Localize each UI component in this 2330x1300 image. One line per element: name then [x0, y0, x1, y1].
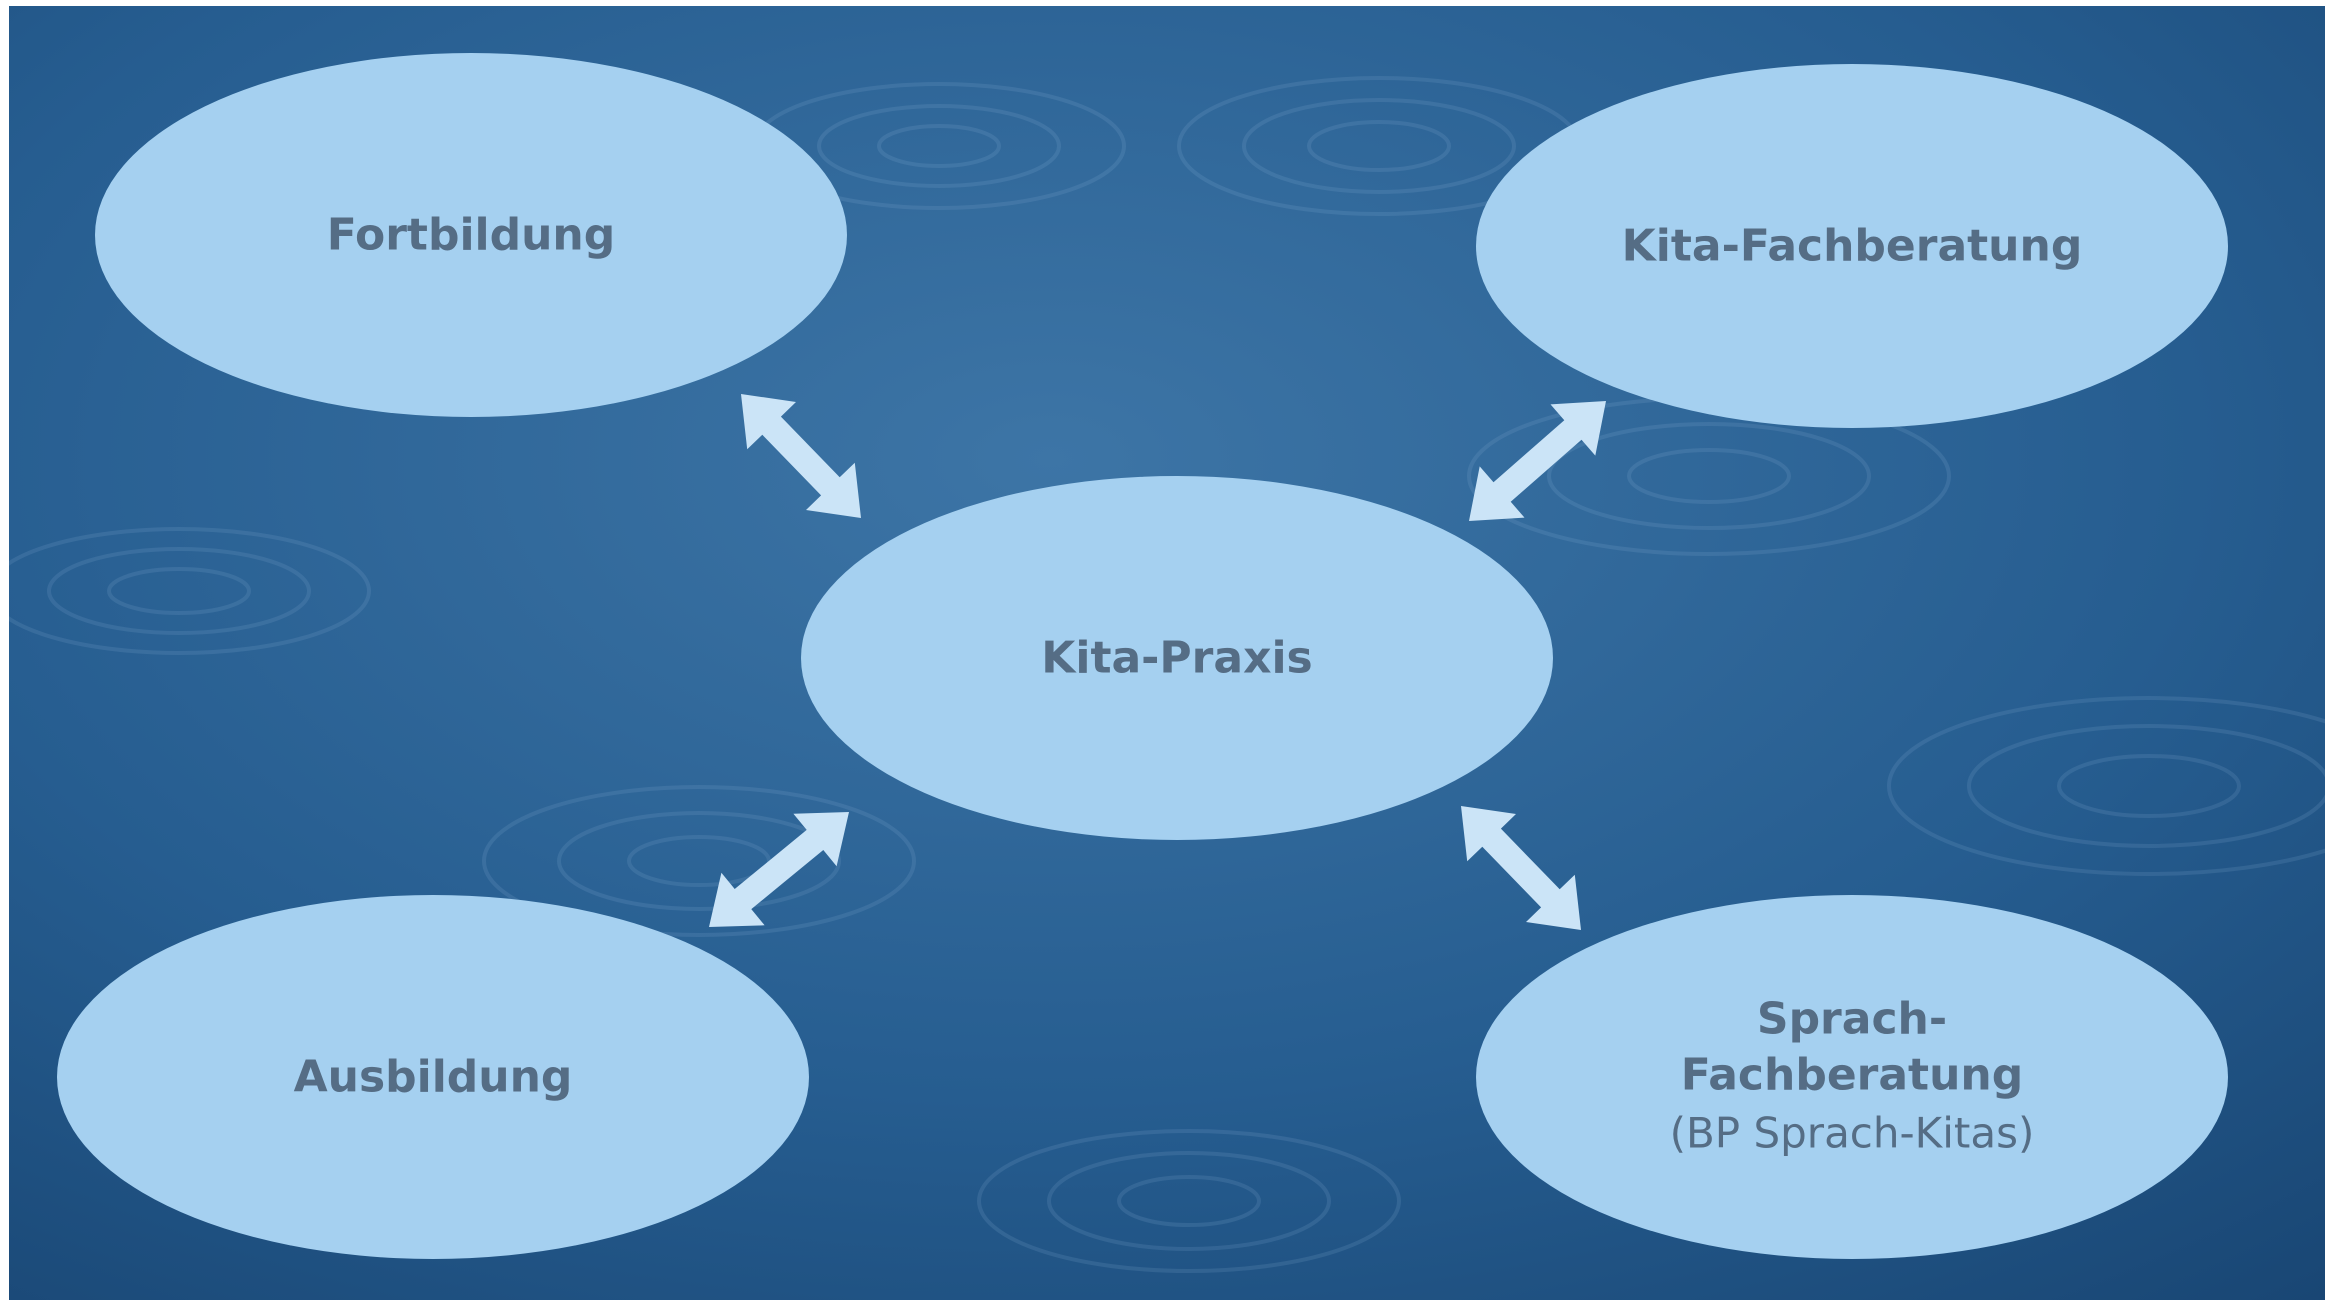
node-fortbildung-shape — [95, 53, 847, 417]
node-kita-praxis: Kita-Praxis — [801, 476, 1553, 840]
ripple-bottom — [977, 1129, 1401, 1273]
arrow-kita-fachberatung-kita-praxis — [1469, 401, 1606, 521]
node-kita-praxis-label: Kita-Praxis — [1041, 633, 1312, 684]
node-ausbildung: Ausbildung — [57, 895, 809, 1259]
node-ausbildung-shape — [57, 895, 809, 1259]
node-kita-praxis-shape — [801, 476, 1553, 840]
arrow-sprach-fachberatung-kita-praxis — [1461, 806, 1581, 930]
node-sprach-fachberatung-shape — [1476, 895, 2228, 1259]
arrow-fortbildung-kita-praxis — [741, 394, 861, 518]
ripple-far-right — [1887, 696, 2325, 876]
node-kita-fachberatung-label: Kita-Fachberatung — [1622, 221, 2083, 272]
ripple-left — [9, 527, 371, 655]
diagram: Fortbildung Kita-Fachberatung Kita-Praxi… — [9, 6, 2325, 1300]
node-sprach-fachberatung-line2: Fachberatung — [1681, 1050, 2023, 1101]
node-kita-fachberatung-shape — [1476, 64, 2228, 428]
node-fortbildung-label: Fortbildung — [327, 210, 616, 261]
node-kita-fachberatung: Kita-Fachberatung — [1476, 64, 2228, 428]
ripple-lower-left — [482, 785, 916, 937]
node-sprach-fachberatung-line1: Sprach- — [1757, 994, 1947, 1045]
node-sprach-fachberatung-sub: (BP Sprach-Kitas) — [1670, 1109, 2035, 1158]
node-ausbildung-label: Ausbildung — [294, 1052, 573, 1103]
arrows — [709, 394, 1606, 930]
node-sprach-fachberatung: Sprach- Fachberatung (BP Sprach-Kitas) — [1476, 895, 2228, 1259]
slide: Fortbildung Kita-Fachberatung Kita-Praxi… — [9, 6, 2325, 1300]
arrow-ausbildung-kita-praxis — [709, 812, 849, 927]
node-fortbildung: Fortbildung — [95, 53, 847, 417]
